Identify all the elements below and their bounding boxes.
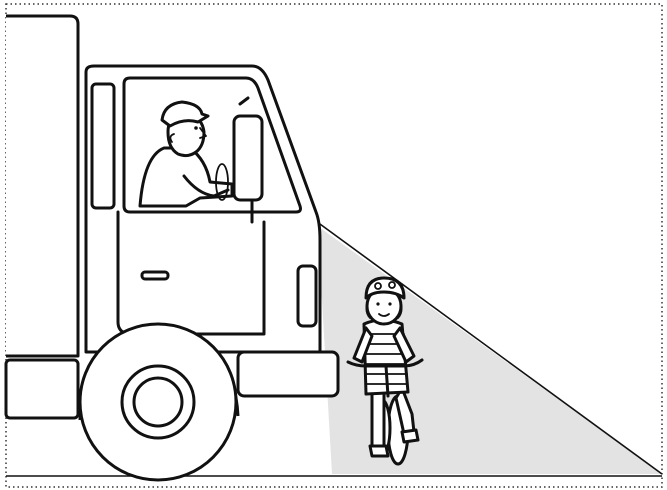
child-right-eye bbox=[388, 302, 392, 306]
driver-nose bbox=[199, 127, 207, 139]
child-left-arm bbox=[352, 326, 374, 364]
driver-arm bbox=[182, 174, 230, 198]
truck-cargo-box bbox=[6, 14, 80, 358]
driver-cap bbox=[160, 100, 210, 128]
truck bbox=[4, 14, 340, 482]
side-skirt bbox=[4, 358, 80, 420]
child-left-shoe bbox=[368, 444, 390, 458]
child-left-eye bbox=[376, 302, 380, 306]
driver-ear bbox=[169, 133, 175, 143]
cyclist-child bbox=[346, 276, 424, 466]
steering-wheel bbox=[215, 163, 229, 201]
child-mouth bbox=[378, 313, 390, 317]
child-right-shoe bbox=[400, 428, 420, 444]
child-left-leg bbox=[370, 388, 386, 448]
side-mirror bbox=[232, 114, 264, 202]
driver bbox=[138, 100, 234, 208]
helmet-dot bbox=[374, 282, 382, 290]
bicycle-stem bbox=[384, 364, 390, 398]
driver-eye bbox=[194, 126, 198, 130]
wheel-hub bbox=[132, 376, 184, 428]
helmet-dot bbox=[388, 281, 396, 289]
front-light bbox=[296, 264, 318, 328]
mirror-arm-top bbox=[238, 96, 250, 106]
front-bumper bbox=[236, 350, 340, 398]
side-window bbox=[90, 82, 116, 210]
door-handle bbox=[140, 270, 170, 281]
child-hair bbox=[365, 299, 403, 319]
child-right-arm bbox=[392, 326, 416, 364]
dotted-frame bbox=[5, 3, 663, 488]
